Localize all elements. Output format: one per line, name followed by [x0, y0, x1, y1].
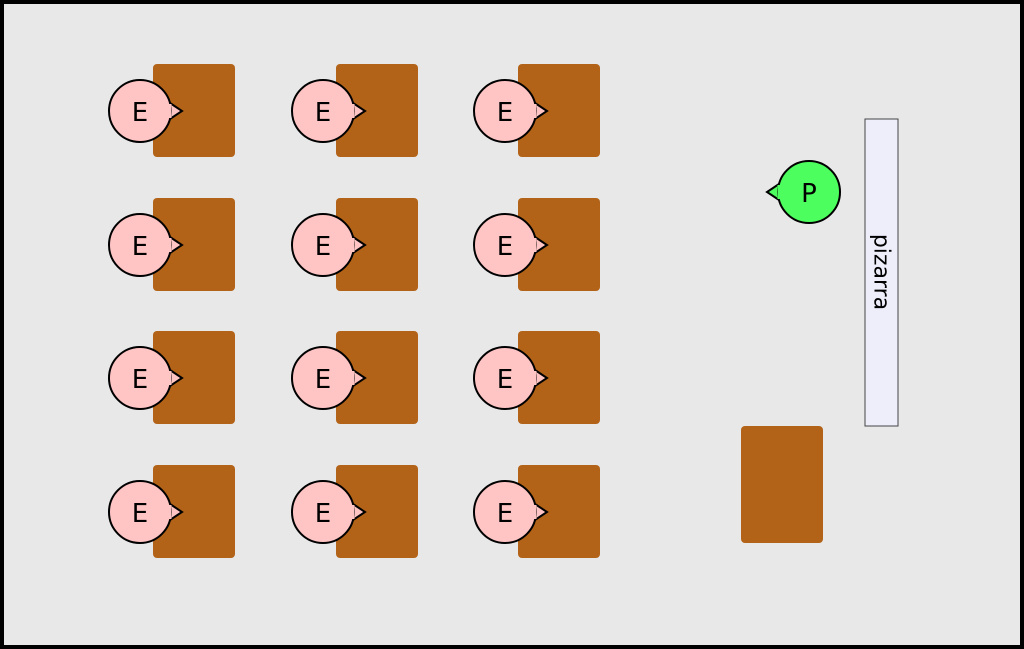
student-label: E [315, 365, 331, 395]
student: E [108, 79, 184, 143]
student-desk [518, 465, 600, 558]
student-label: E [132, 499, 148, 529]
student-label: E [132, 232, 148, 262]
student-desk [336, 198, 418, 291]
student-desk [518, 331, 600, 424]
student-label: E [315, 98, 331, 128]
student-label: E [497, 98, 513, 128]
student: E [473, 79, 549, 143]
student-label: E [497, 365, 513, 395]
student-desk [153, 198, 235, 291]
student-desk [518, 198, 600, 291]
student: E [473, 480, 549, 544]
teacher-label: P [801, 179, 817, 209]
teacher: P [765, 160, 841, 224]
student: E [108, 213, 184, 277]
student: E [291, 79, 367, 143]
student: E [291, 346, 367, 410]
student: E [473, 213, 549, 277]
student-label: E [315, 499, 331, 529]
student: E [291, 213, 367, 277]
student-label: E [497, 232, 513, 262]
student-label: E [132, 365, 148, 395]
whiteboard: pizarra [864, 118, 899, 427]
whiteboard-board [864, 118, 899, 427]
student-desk [336, 64, 418, 157]
student: E [473, 346, 549, 410]
student: E [108, 480, 184, 544]
student-desk [153, 64, 235, 157]
student-desk [336, 331, 418, 424]
student-desk [153, 465, 235, 558]
student-label: E [497, 499, 513, 529]
student: E [108, 346, 184, 410]
student-desks: E E E E E E E E E E E E [108, 64, 600, 558]
student: E [291, 480, 367, 544]
student-label: E [315, 232, 331, 262]
whiteboard-label: pizarra [869, 234, 894, 310]
student-desk [336, 465, 418, 558]
student-desk [153, 331, 235, 424]
student-desk [518, 64, 600, 157]
teacher-desk [741, 426, 823, 543]
student-label: E [132, 98, 148, 128]
